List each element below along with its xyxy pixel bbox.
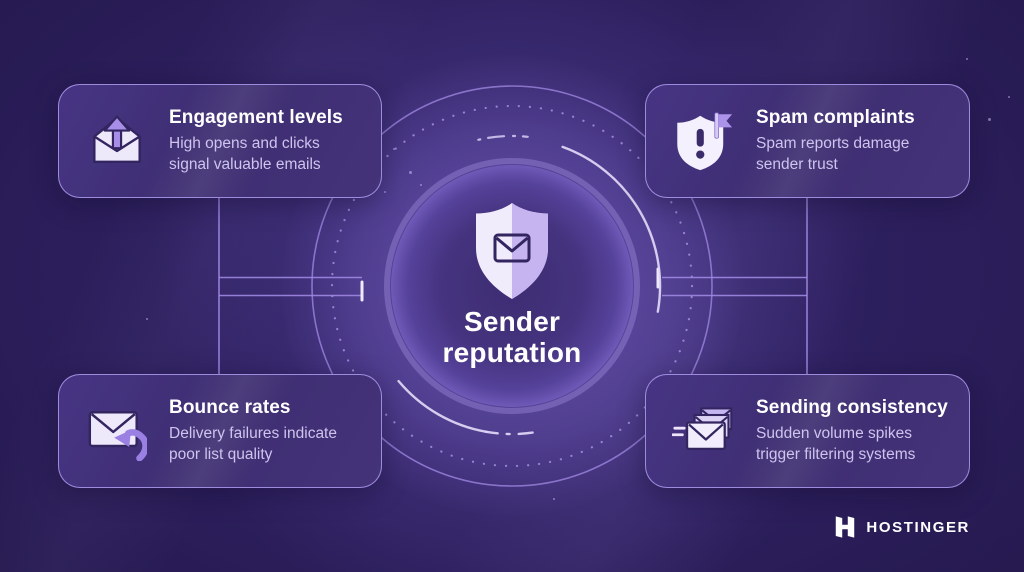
- card-desc-line1: High opens and clicks: [169, 135, 320, 153]
- background-dot: [420, 184, 422, 186]
- dotted-ring: [330, 104, 694, 468]
- background-dot: [966, 58, 968, 60]
- shield-exclamation-flag-icon: [672, 109, 736, 173]
- center-title-line1: Sender: [463, 306, 561, 337]
- background-dot: [384, 191, 386, 193]
- envelope-bounce-arrow-icon: [85, 399, 149, 463]
- dash-arc-bottom: [485, 430, 534, 436]
- card-desc-line1: Sudden volume spikes: [756, 425, 912, 443]
- shield-envelope-icon: [471, 201, 553, 301]
- background-dot: [988, 118, 991, 121]
- card-bounce-rates: Bounce rates Delivery failures indicate …: [58, 374, 382, 488]
- background-dot: [1008, 96, 1010, 98]
- card-desc-line2: sender trust: [756, 155, 838, 173]
- card-title: Spam complaints: [756, 107, 915, 129]
- background-dot: [409, 171, 412, 174]
- brand-footer: HOSTINGER: [833, 514, 970, 540]
- card-title: Engagement levels: [169, 107, 343, 129]
- center-title-line2: reputation: [442, 337, 582, 369]
- background-dot: [393, 148, 395, 150]
- card-desc-line1: Delivery failures indicate: [169, 425, 337, 443]
- card-title: Bounce rates: [169, 397, 291, 419]
- card-desc-line1: Spam reports damage: [756, 135, 910, 153]
- card-desc-line2: poor list quality: [169, 445, 273, 463]
- dash-arc-top: [477, 134, 529, 141]
- background-dot: [146, 318, 148, 320]
- outer-ring: [311, 85, 713, 487]
- card-sending-consistency: Sending consistency Sudden volume spikes…: [645, 374, 970, 488]
- card-desc-line2: signal valuable emails: [169, 155, 321, 173]
- center-title: Sender reputation: [362, 306, 662, 369]
- card-desc-line2: trigger filtering systems: [756, 445, 916, 463]
- bright-arc-right: [561, 145, 662, 313]
- card-engagement-levels: Engagement levels High opens and clicks …: [58, 84, 382, 198]
- open-envelope-up-arrow-icon: [85, 109, 149, 173]
- bright-arc-bottom-left: [397, 379, 488, 433]
- hostinger-h-logo-icon: [833, 514, 857, 540]
- stacked-envelopes-speed-icon: [672, 399, 736, 463]
- background-dot: [553, 498, 555, 500]
- card-title: Sending consistency: [756, 397, 948, 419]
- brand-name: HOSTINGER: [866, 518, 970, 536]
- card-spam-complaints: Spam complaints Spam reports damage send…: [645, 84, 970, 198]
- center-circle-rim: [384, 158, 640, 414]
